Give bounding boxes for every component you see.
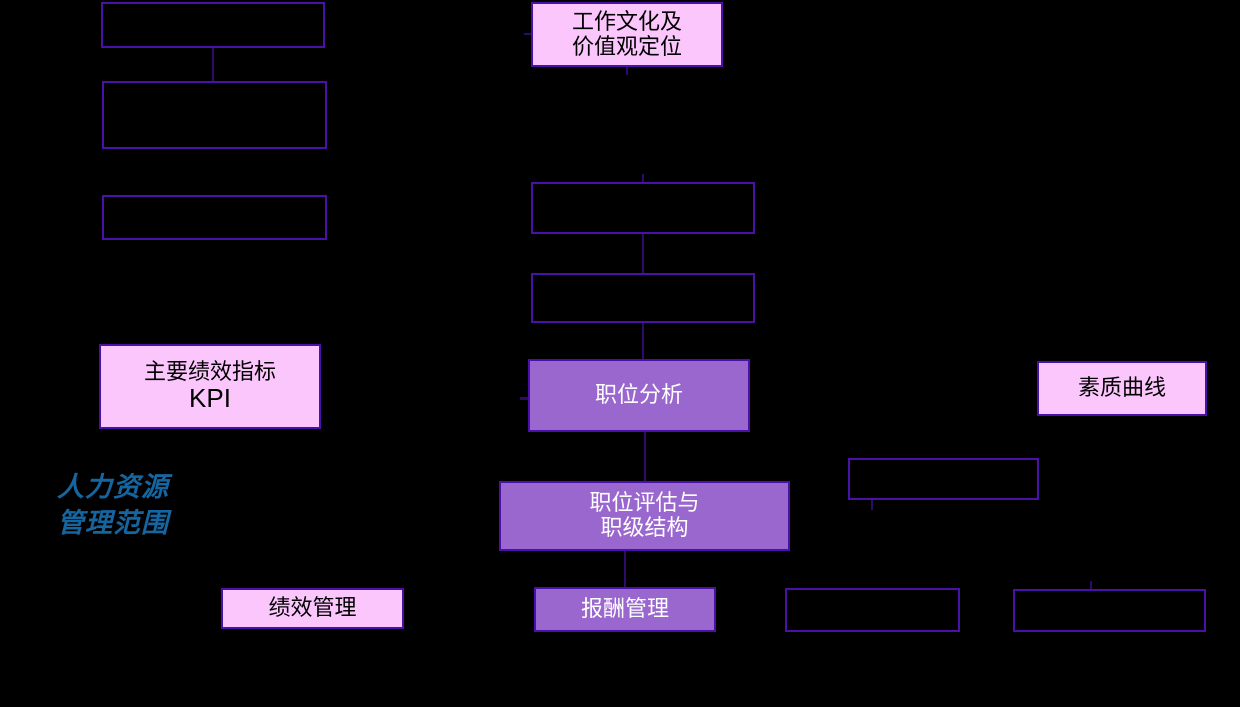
connector-line (520, 397, 530, 400)
box-job-analysis-label: 职位分析 (594, 382, 683, 408)
connector-line (642, 174, 644, 183)
box-kpi-sublabel: KPI (189, 383, 231, 414)
connector-line (212, 46, 214, 82)
box-job-evaluation-label: 职位评估与 职级结构 (589, 490, 700, 540)
box-top-left-3[interactable] (102, 195, 327, 240)
box-mid-1[interactable] (531, 182, 755, 234)
box-compensation[interactable]: 报酬管理 (534, 587, 716, 632)
box-competency[interactable]: 素质曲线 (1037, 361, 1207, 416)
box-performance-mgmt[interactable]: 绩效管理 (221, 588, 404, 629)
hr-scope-heading: 人力资源 管理范围 (57, 472, 169, 538)
connector-line (871, 500, 873, 510)
connector-line (524, 33, 532, 35)
box-bottom-2[interactable] (1013, 589, 1206, 632)
connector-line (642, 323, 644, 359)
connector-line (642, 234, 644, 273)
box-work-culture-label: 工作文化及 价值观定位 (571, 8, 682, 59)
box-job-evaluation[interactable]: 职位评估与 职级结构 (499, 481, 790, 551)
box-compensation-label: 报酬管理 (580, 596, 669, 622)
box-work-culture[interactable]: 工作文化及 价值观定位 (531, 2, 723, 67)
box-kpi-label: 主要绩效指标 (143, 358, 276, 384)
box-job-analysis[interactable]: 职位分析 (528, 359, 750, 432)
box-right-mid[interactable] (848, 458, 1039, 500)
connector-line (624, 551, 626, 587)
connector-line (626, 67, 628, 75)
connector-line (1090, 581, 1092, 589)
box-bottom-1[interactable] (785, 588, 960, 632)
connector-line (644, 432, 646, 481)
box-top-left-1[interactable] (101, 2, 325, 48)
box-performance-mgmt-label: 绩效管理 (268, 595, 357, 621)
box-competency-label: 素质曲线 (1077, 375, 1166, 401)
box-top-left-2[interactable] (102, 81, 327, 149)
box-mid-2[interactable] (531, 273, 755, 323)
